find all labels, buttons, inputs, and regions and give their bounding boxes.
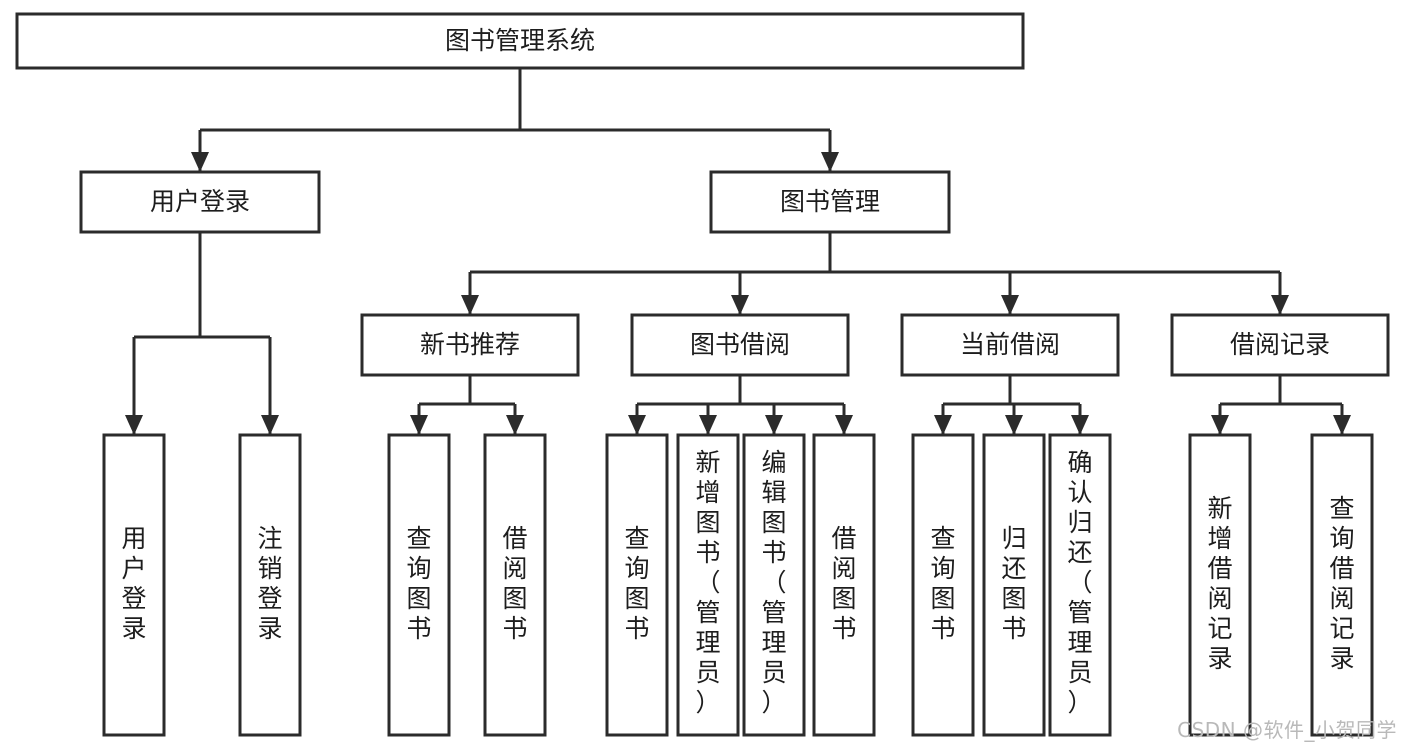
arrow-head-icon	[821, 152, 839, 172]
arrow-head-icon	[765, 415, 783, 435]
node-label-leaf-confirm-return: 确认归还（管理员）	[1067, 448, 1092, 717]
node-box-leaf-user-login	[102, 433, 166, 737]
arrow-head-icon	[1071, 415, 1089, 435]
node-leaf-add-record[interactable]: 新增借阅记录	[1188, 433, 1252, 737]
arrow-head-icon	[699, 415, 717, 435]
watermark-label: CSDN @软件_小贺同学	[1177, 718, 1397, 742]
node-label-book-manage: 图书管理	[780, 187, 880, 216]
node-box-leaf-user-logout	[238, 433, 302, 737]
node-current-borrow[interactable]: 当前借阅	[900, 313, 1120, 377]
node-leaf-borrow-book-1[interactable]: 借阅图书	[483, 433, 547, 737]
node-box-book-manage	[709, 170, 951, 234]
node-label-leaf-query-book-3: 查询图书	[930, 524, 955, 643]
node-box-current-borrow	[900, 313, 1120, 377]
arrow-head-icon	[934, 415, 952, 435]
node-box-leaf-edit-book	[742, 433, 806, 737]
node-label-leaf-borrow-book-2: 借阅图书	[831, 524, 856, 643]
node-leaf-query-record[interactable]: 查询借阅记录	[1310, 433, 1374, 737]
node-leaf-user-logout[interactable]: 注销登录	[238, 433, 302, 737]
node-leaf-return-book[interactable]: 归还图书	[982, 433, 1046, 737]
node-label-leaf-user-logout: 注销登录	[257, 524, 282, 643]
node-box-book-borrow	[630, 313, 850, 377]
node-label-leaf-add-book: 新增图书（管理员）	[695, 448, 720, 717]
node-new-book-recommend[interactable]: 新书推荐	[360, 313, 580, 377]
node-box-leaf-confirm-return	[1048, 433, 1112, 737]
node-user-login[interactable]: 用户登录	[79, 170, 321, 234]
node-root[interactable]: 图书管理系统	[15, 12, 1025, 70]
node-label-leaf-query-record: 查询借阅记录	[1329, 494, 1354, 673]
node-layer: 图书管理系统用户登录图书管理新书推荐图书借阅当前借阅借阅记录用户登录注销登录查询…	[15, 12, 1390, 737]
arrow-head-icon	[461, 295, 479, 315]
node-label-borrow-records: 借阅记录	[1230, 330, 1330, 359]
node-label-current-borrow: 当前借阅	[960, 330, 1060, 359]
node-box-leaf-query-record	[1310, 433, 1374, 737]
node-label-leaf-borrow-book-1: 借阅图书	[502, 524, 527, 643]
arrow-head-icon	[261, 415, 279, 435]
node-borrow-records[interactable]: 借阅记录	[1170, 313, 1390, 377]
node-box-user-login	[79, 170, 321, 234]
node-label-leaf-query-book-2: 查询图书	[624, 524, 649, 643]
arrow-head-icon	[1333, 415, 1351, 435]
arrow-head-icon	[1005, 415, 1023, 435]
node-label-leaf-query-book-1: 查询图书	[406, 524, 431, 643]
node-box-leaf-borrow-book-1	[483, 433, 547, 737]
node-box-borrow-records	[1170, 313, 1390, 377]
node-leaf-query-book-3[interactable]: 查询图书	[911, 433, 975, 737]
node-box-root	[15, 12, 1025, 70]
arrow-head-icon	[835, 415, 853, 435]
node-leaf-query-book-2[interactable]: 查询图书	[605, 433, 669, 737]
node-label-new-book-recommend: 新书推荐	[420, 330, 520, 359]
arrow-head-icon	[1271, 295, 1289, 315]
node-box-leaf-query-book-3	[911, 433, 975, 737]
arrow-head-icon	[628, 415, 646, 435]
arrow-head-icon	[506, 415, 524, 435]
arrow-head-icon	[191, 152, 209, 172]
node-label-leaf-edit-book: 编辑图书（管理员）	[761, 448, 786, 717]
node-box-leaf-borrow-book-2	[812, 433, 876, 737]
node-book-borrow[interactable]: 图书借阅	[630, 313, 850, 377]
node-leaf-edit-book[interactable]: 编辑图书（管理员）	[742, 433, 806, 737]
node-label-leaf-add-record: 新增借阅记录	[1207, 494, 1232, 673]
node-leaf-add-book[interactable]: 新增图书（管理员）	[676, 433, 740, 737]
connector-layer	[125, 68, 1351, 435]
node-label-user-login: 用户登录	[150, 187, 250, 216]
node-box-new-book-recommend	[360, 313, 580, 377]
arrow-head-icon	[1001, 295, 1019, 315]
node-box-leaf-query-book-2	[605, 433, 669, 737]
arrow-head-icon	[731, 295, 749, 315]
node-leaf-confirm-return[interactable]: 确认归还（管理员）	[1048, 433, 1112, 737]
node-label-root: 图书管理系统	[445, 26, 595, 55]
node-box-leaf-return-book	[982, 433, 1046, 737]
node-leaf-borrow-book-2[interactable]: 借阅图书	[812, 433, 876, 737]
arrow-head-icon	[1211, 415, 1229, 435]
node-label-leaf-return-book: 归还图书	[1001, 524, 1026, 643]
node-box-leaf-query-book-1	[387, 433, 451, 737]
node-box-leaf-add-record	[1188, 433, 1252, 737]
node-label-leaf-user-login: 用户登录	[121, 524, 146, 643]
arrow-head-icon	[410, 415, 428, 435]
node-label-book-borrow: 图书借阅	[690, 330, 790, 359]
node-leaf-user-login[interactable]: 用户登录	[102, 433, 166, 737]
node-book-manage[interactable]: 图书管理	[709, 170, 951, 234]
node-box-leaf-add-book	[676, 433, 740, 737]
node-leaf-query-book-1[interactable]: 查询图书	[387, 433, 451, 737]
arrow-head-icon	[125, 415, 143, 435]
